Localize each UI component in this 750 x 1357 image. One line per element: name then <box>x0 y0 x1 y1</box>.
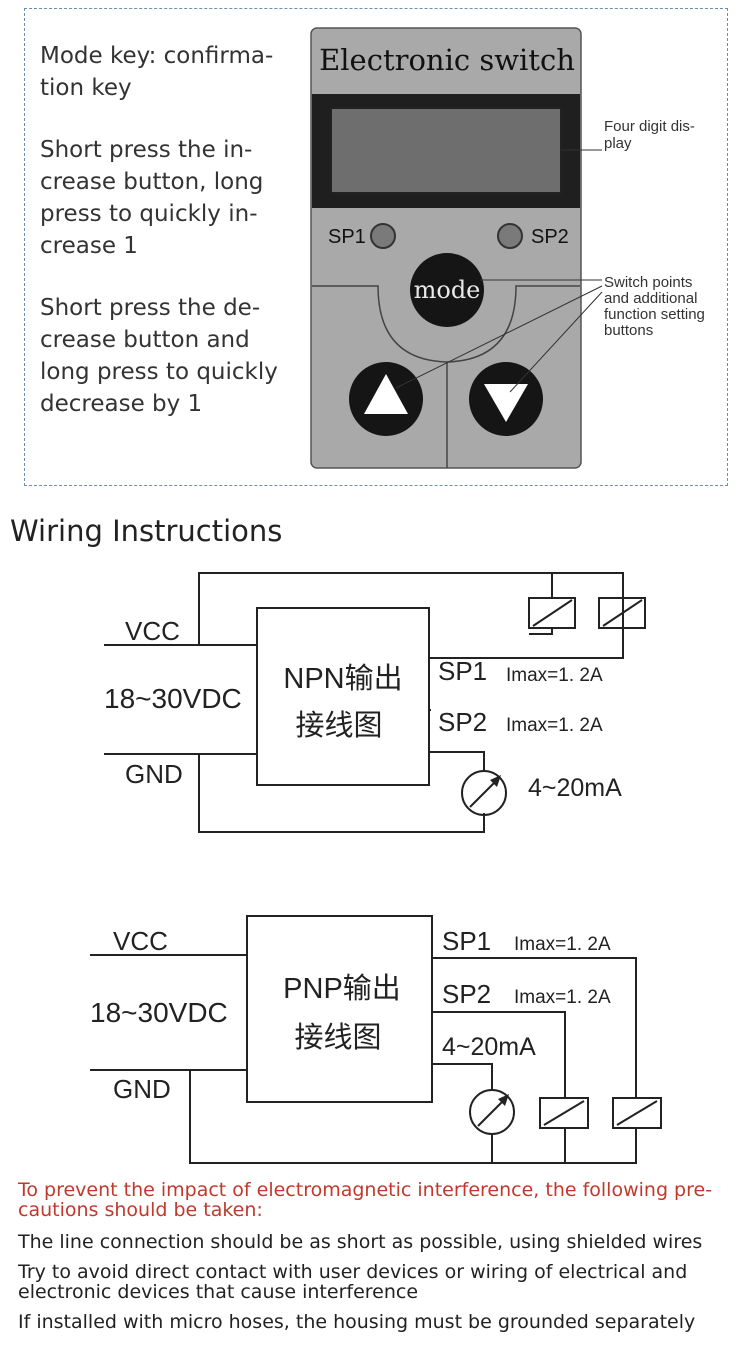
sp1-led <box>370 223 396 249</box>
buttons-callout-line1: Switch points <box>604 274 692 291</box>
pnp-analog-wire <box>432 1063 493 1090</box>
pnp-box-line1: PNP输出 <box>283 972 401 1005</box>
pnp-relay-2 <box>612 1097 662 1129</box>
key-instructions: Mode key: confirma-tion key Short press … <box>40 40 285 450</box>
increase-text: Short press the in-crease button, long p… <box>40 137 264 259</box>
npn-sp1-wire <box>429 628 624 659</box>
note-item-1: The line connection should be as short a… <box>18 1231 703 1253</box>
npn-voltage-label: 18~30VDC <box>104 683 242 714</box>
pnp-analog-label: 4~20mA <box>442 1033 536 1061</box>
buttons-callout-line4: buttons <box>604 322 653 339</box>
four-digit-display <box>330 107 562 194</box>
npn-analog-label: 4~20mA <box>528 774 622 802</box>
npn-relay-1 <box>528 597 576 629</box>
buttons-callout-line2: and additional <box>604 290 697 307</box>
decrease-text: Short press the de-crease button and lon… <box>40 295 278 417</box>
pnp-wiring-diagram: VCC 18~30VDC GND PNP输出 接线图 SP1 Imax=1. 2… <box>90 915 662 1164</box>
pnp-relay-1 <box>539 1097 589 1129</box>
wiring-title: Wiring Instructions <box>10 514 283 548</box>
pnp-relay-2-slash <box>616 1100 658 1126</box>
display-callout-line1: Four digit dis- <box>604 118 695 135</box>
npn-meter-arrow-icon <box>490 775 501 787</box>
decrease-arrow-icon <box>484 384 528 422</box>
emi-warning: To prevent the impact of electromagnetic… <box>18 1179 713 1221</box>
buttons-callout-line3: function setting <box>604 306 705 323</box>
pnp-module-box <box>246 915 433 1103</box>
pnp-relay-1-slash <box>543 1100 585 1126</box>
npn-relay-2 <box>598 597 646 629</box>
pnp-box-line2: 接线图 <box>294 1021 381 1054</box>
mode-label: mode <box>414 276 481 304</box>
pnp-sp1-wire <box>432 957 637 1098</box>
device-title: Electronic switch <box>319 43 575 77</box>
npn-analog-wire <box>429 751 485 772</box>
buttons-callout: Switch points and additional function se… <box>604 274 709 339</box>
pnp-meter-arrow-icon <box>498 1094 509 1106</box>
emi-notes: To prevent the impact of electromagnetic… <box>18 1180 738 1342</box>
pnp-sp1-label: SP1 <box>442 926 491 956</box>
sp2-label: SP2 <box>531 226 569 248</box>
pnp-meter-icon <box>469 1089 515 1135</box>
pnp-meter-needle <box>477 1097 507 1127</box>
npn-relay-1-slash <box>532 599 573 627</box>
decrease-callout-line <box>509 291 603 393</box>
npn-meter-needle <box>469 778 499 808</box>
note-item-2: Try to avoid direct contact with user de… <box>18 1261 688 1303</box>
mode-button[interactable] <box>410 253 484 327</box>
npn-module-box <box>256 607 430 786</box>
npn-relay-2-slash <box>602 599 643 627</box>
npn-box-line1: NPN输出 <box>283 662 402 695</box>
npn-wiring-diagram: VCC 18~30VDC GND NPN输出 接线图 SP1 Imax=1. 2… <box>104 572 646 833</box>
note-item-3: If installed with micro hoses, the housi… <box>18 1311 696 1333</box>
npn-box-line2: 接线图 <box>295 709 382 742</box>
device-panel: Electronic switch SP1 SP2 mode Four digi… <box>310 27 709 469</box>
sp2-led <box>497 223 523 249</box>
sp1-label: SP1 <box>328 226 366 248</box>
npn-sp2-imax: Imax=1. 2A <box>506 715 603 736</box>
npn-gnd-label: GND <box>125 759 183 789</box>
panel-frame <box>24 8 728 486</box>
npn-vcc-label: VCC <box>125 616 180 646</box>
pnp-sp2-imax: Imax=1. 2A <box>514 987 611 1008</box>
pnp-bottom-loop <box>189 1070 637 1164</box>
display-callout-line2: play <box>604 135 632 152</box>
pnp-voltage-label: 18~30VDC <box>90 997 228 1028</box>
pnp-sp2-label: SP2 <box>442 979 491 1009</box>
pnp-gnd-label: GND <box>113 1074 171 1104</box>
npn-sp1-imax: Imax=1. 2A <box>506 665 603 686</box>
npn-meter-icon <box>461 770 507 816</box>
mode-key-text: Mode key: confirma-tion key <box>40 43 274 101</box>
pnp-sp1-imax: Imax=1. 2A <box>514 934 611 955</box>
npn-top-loop <box>198 572 624 658</box>
display-callout: Four digit dis- play <box>604 118 699 152</box>
npn-sp1-label: SP1 <box>438 656 487 686</box>
increase-arrow-icon <box>364 374 408 414</box>
npn-sp2-label: SP2 <box>438 707 487 737</box>
increase-callout-line <box>395 285 603 389</box>
pnp-vcc-label: VCC <box>113 926 168 956</box>
npn-relay1-wire <box>529 628 553 635</box>
npn-bottom-loop <box>198 754 485 833</box>
pnp-sp2-wire <box>432 1011 566 1098</box>
